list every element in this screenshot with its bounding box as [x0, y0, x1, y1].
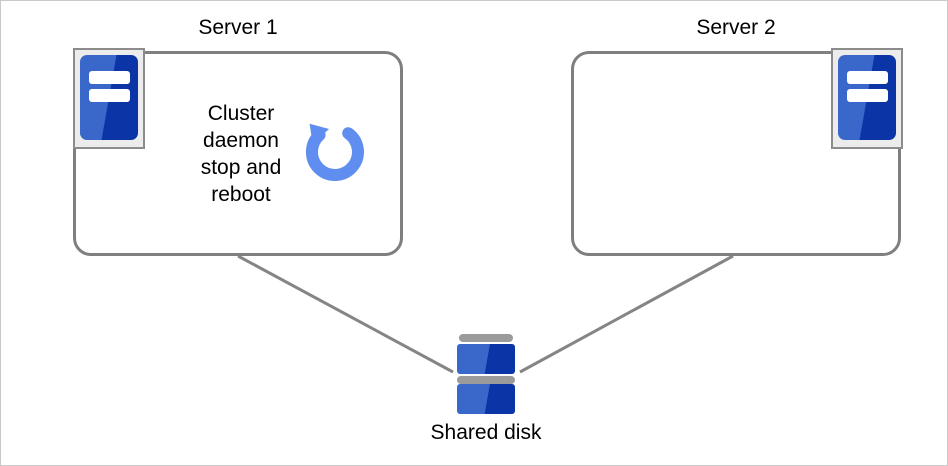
server1-disk-connector [237, 254, 454, 374]
server2-disk-connector [519, 254, 734, 374]
disk-middle-bar [457, 376, 515, 384]
server1-note: Cluster daemon stop and reboot [200, 102, 282, 206]
reboot-arrowhead [309, 123, 330, 144]
server-icon [73, 48, 145, 149]
reboot-arc [305, 127, 364, 181]
server-slot [89, 89, 130, 102]
server2-label: Server 2 [696, 16, 776, 39]
server1-label: Server 1 [198, 16, 278, 39]
server-slot [847, 71, 888, 84]
disk-top-cap [459, 334, 513, 342]
server-slot [89, 71, 130, 84]
reboot-arrow-icon [305, 123, 364, 181]
shared-disk-label: Shared disk [430, 421, 542, 444]
disk-platter [457, 384, 515, 414]
server-icon-body [80, 55, 138, 140]
server-icon-body [838, 55, 896, 140]
server-slot [847, 89, 888, 102]
server-icon [831, 48, 903, 149]
disk-platter [457, 344, 515, 374]
